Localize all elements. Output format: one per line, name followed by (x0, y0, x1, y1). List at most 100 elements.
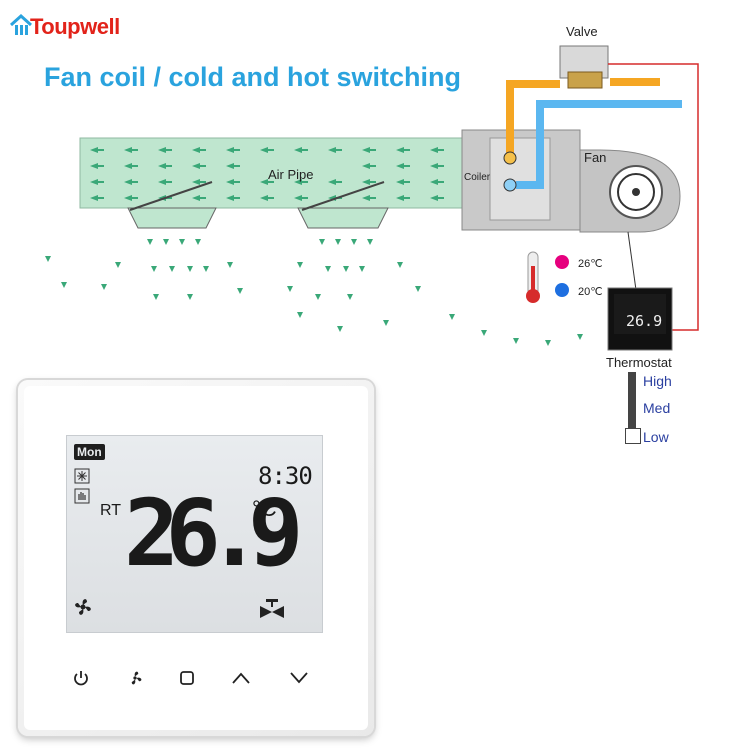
power-icon (74, 671, 88, 686)
air-pipe-label: Air Pipe (268, 167, 314, 182)
flow-arrow (124, 195, 138, 201)
hot-indicator-dot (555, 255, 569, 269)
thermometer-icon (526, 251, 540, 303)
clock-time: 8:30 (258, 462, 313, 490)
flow-arrow (163, 239, 169, 245)
flow-arrow (297, 312, 303, 318)
flow-arrow (319, 239, 325, 245)
valve-icon (559, 45, 609, 89)
air-outlet-left (127, 181, 217, 229)
flow-arrow (297, 262, 303, 268)
fan-label: Fan (584, 150, 606, 165)
cold-water-pipe (516, 100, 682, 189)
flow-arrow (260, 147, 274, 153)
chevron-down-icon (290, 672, 308, 684)
flow-arrow (226, 195, 240, 201)
valve-label: Valve (566, 24, 598, 39)
flow-arrow (61, 282, 67, 288)
flow-arrow (294, 195, 308, 201)
speed-high-label: High (643, 373, 672, 389)
flow-arrow (396, 179, 410, 185)
flow-arrow (195, 239, 201, 245)
flow-arrow (430, 179, 444, 185)
temperature-unit: °C (252, 496, 277, 521)
flow-arrow (147, 239, 153, 245)
thermostat-label: Thermostat (606, 355, 672, 370)
flow-arrow (362, 163, 376, 169)
brand-logo (9, 13, 135, 44)
speed-knob (625, 428, 641, 444)
flow-arrow (347, 294, 353, 300)
flow-arrow (90, 179, 104, 185)
flow-arrow (226, 179, 240, 185)
flow-arrow (294, 179, 308, 185)
flow-arrow (227, 262, 233, 268)
flow-arrow (90, 195, 104, 201)
flow-arrow (192, 163, 206, 169)
air-flow-arrows (90, 147, 444, 201)
fan-unit (579, 149, 681, 233)
lcd-screen (66, 435, 323, 633)
flow-arrow (192, 179, 206, 185)
power-button[interactable] (66, 663, 96, 693)
hand-icon (74, 488, 90, 509)
flow-arrow (153, 294, 159, 300)
flow-arrow (545, 340, 551, 346)
flow-arrow (90, 163, 104, 169)
flow-arrow (481, 330, 487, 336)
day-badge: Mon (74, 444, 105, 460)
legend-cold-label: 20℃ (578, 286, 603, 298)
flow-arrow (430, 195, 444, 201)
flow-arrow (260, 179, 274, 185)
flow-arrow (158, 179, 172, 185)
flow-arrow (294, 147, 308, 153)
fan-coil-diagram: Air Pipe Coiler Valve Fan 26℃ 20℃ 26.9 T… (45, 24, 699, 370)
mode-button[interactable] (172, 663, 202, 693)
air-outlet-right (297, 181, 389, 229)
speed-med-label: Med (643, 400, 671, 416)
flow-arrow (383, 320, 389, 326)
flow-arrow (343, 266, 349, 272)
square-icon (180, 671, 194, 685)
flow-arrow (192, 195, 206, 201)
flow-arrow (151, 266, 157, 272)
flow-arrow (577, 334, 583, 340)
fan-status-icon (72, 596, 94, 623)
valve-status-icon (258, 598, 286, 625)
flow-arrow (396, 147, 410, 153)
flow-arrow (430, 147, 444, 153)
fan-icon (131, 671, 142, 685)
flow-arrow (179, 239, 185, 245)
flow-arrow (203, 266, 209, 272)
flow-arrow (260, 195, 274, 201)
hot-water-pipe (506, 80, 560, 158)
flow-arrow (328, 179, 342, 185)
flow-arrow (396, 195, 410, 201)
speed-low-label: Low (643, 429, 669, 445)
flow-arrow (158, 147, 172, 153)
flow-arrow (124, 179, 138, 185)
mini-thermostat: 26.9 (607, 287, 673, 351)
fan-button[interactable] (120, 663, 150, 693)
room-temp-label: RT (100, 502, 122, 519)
flow-arrow (335, 239, 341, 245)
temperature-readout: 26.9 (124, 480, 304, 587)
outflow-arrows (45, 239, 583, 346)
flow-arrow (362, 179, 376, 185)
flow-arrow (169, 266, 175, 272)
flow-arrow (287, 286, 293, 292)
flow-arrow (359, 266, 365, 272)
flow-arrow (45, 256, 51, 262)
legend-hot-label: 26℃ (578, 258, 603, 270)
page-title: Fan coil / cold and hot switching (44, 62, 462, 92)
flow-arrow (430, 163, 444, 169)
flow-arrow (115, 262, 121, 268)
chevron-up-icon (232, 672, 250, 684)
flow-arrow (187, 294, 193, 300)
flow-arrow (337, 326, 343, 332)
flow-arrow (124, 163, 138, 169)
flow-arrow (397, 262, 403, 268)
down-button[interactable] (284, 663, 314, 693)
flow-arrow (192, 147, 206, 153)
up-button[interactable] (226, 663, 256, 693)
